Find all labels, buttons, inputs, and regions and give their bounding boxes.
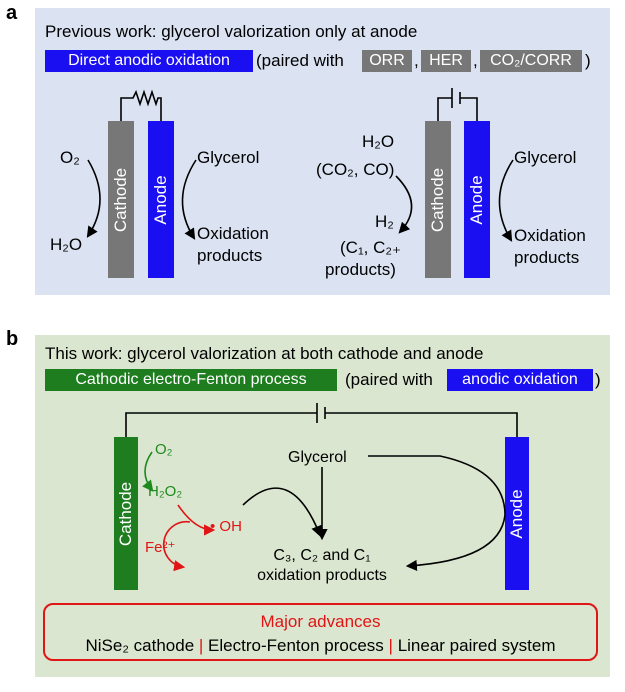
h2o2-label-b: H₂O₂ [148, 483, 183, 500]
products-label-a2: products [514, 248, 580, 267]
cathode-electrode-b: Cathode [114, 437, 138, 590]
h2o-label-a2: H₂O [362, 132, 395, 151]
orr-chip: ORR [362, 50, 412, 72]
c1c2-products-label: products) [325, 260, 396, 279]
glycerol-oxidation-arrow-a1 [181, 159, 197, 240]
products-label-a1: products [197, 246, 263, 265]
co2-reduction-arrow [395, 175, 413, 234]
anodic-oxidation-chip: anodic oxidation [447, 369, 593, 391]
glycerol-oxidation-arrow-a2 [498, 159, 514, 242]
anode-oxidation-arrow [368, 455, 506, 572]
oh-radical-label: • OH [210, 518, 242, 535]
anode-electrode-a2: Anode [464, 121, 490, 278]
advance-electro-fenton: Electro-Fenton process [208, 636, 384, 655]
battery-icon [125, 403, 518, 437]
close-paren-a: ) [585, 51, 591, 70]
panel-a-title: Previous work: glycerol valorization onl… [45, 22, 418, 41]
glycerol-label-a1: Glycerol [197, 148, 260, 167]
electro-fenton-chip: Cathodic electro-Fenton process [45, 369, 337, 391]
anode-electrode-a1: Anode [148, 121, 174, 278]
panel-b-title: This work: glycerol valorization at both… [45, 344, 484, 363]
separator: | [198, 636, 204, 655]
panel-a-letter: a [6, 2, 18, 24]
comma-2: , [473, 51, 478, 70]
h2o-label-a1: H₂O [50, 235, 83, 254]
paired-with-text-b: (paired with [345, 370, 433, 389]
resistor-icon [120, 89, 162, 121]
comma-1: , [414, 51, 419, 70]
o2-to-h2o2-arrow [142, 451, 154, 492]
advances-list: NiSe₂ cathode | Electro-Fenton process |… [43, 636, 598, 656]
fe-cycle-arrow [162, 520, 191, 572]
fe-label: Fe²⁺ [145, 539, 176, 556]
co2-corr-chip: CO₂/CORR [480, 50, 582, 72]
anode-electrode-b: Anode [505, 437, 529, 590]
co2-co-label: (CO₂, CO) [316, 160, 395, 179]
h2-label-a2: H₂ [375, 212, 394, 231]
products-line2-b: oxidation products [257, 567, 387, 584]
products-line1-b: C₃, C₂ and C₁ [273, 547, 371, 564]
o2-label-a1: O₂ [60, 148, 80, 167]
direct-anodic-oxidation-chip: Direct anodic oxidation [45, 50, 253, 72]
oxidation-label-a1: Oxidation [197, 224, 269, 243]
paired-with-text-a: (paired with [256, 51, 344, 70]
cathode-electrode-a2: Cathode [425, 121, 451, 278]
battery-icon [437, 88, 478, 121]
c1c2-label: (C₁, C₂₊ [340, 238, 401, 257]
glycerol-label-a2: Glycerol [514, 148, 577, 167]
oxidation-label-a2: Oxidation [514, 226, 586, 245]
oh-attack-arrow [242, 487, 322, 538]
o2-label-b: O₂ [155, 441, 173, 458]
major-advances-title: Major advances [260, 612, 381, 631]
cathode-electrode-a1: Cathode [108, 121, 134, 278]
glycerol-label-b: Glycerol [288, 449, 347, 466]
advance-linear-paired: Linear paired system [397, 636, 556, 655]
close-paren-b: ) [595, 370, 601, 389]
panel-b-letter: b [6, 328, 19, 350]
her-chip: HER [421, 50, 471, 72]
advance-nise2-cathode: NiSe₂ cathode [85, 636, 195, 655]
o2-to-h2o-arrow [86, 159, 101, 238]
separator: | [388, 636, 393, 655]
major-advances-box [43, 603, 598, 661]
h2o2-to-oh-arrow [177, 504, 216, 536]
